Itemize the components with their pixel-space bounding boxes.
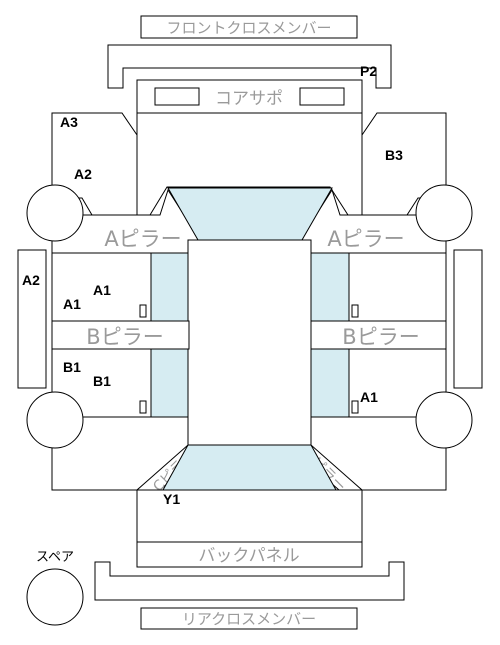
rear-right-wheel[interactable] — [415, 391, 473, 449]
headlight-left — [154, 87, 200, 106]
mark-a1-right: A1 — [360, 389, 378, 405]
spare-tire[interactable] — [26, 568, 84, 626]
rear-bumper-reinforcement[interactable] — [94, 561, 405, 601]
headlight-right — [299, 87, 345, 106]
mark-b1-lower: B1 — [93, 373, 111, 389]
front-cross-member-label: フロントクロスメンバー — [166, 19, 331, 37]
back-panel[interactable] — [136, 541, 363, 568]
front-left-window[interactable] — [150, 252, 189, 322]
front-left-wheel[interactable] — [26, 184, 84, 242]
core-support-label: コアサポ — [215, 89, 283, 109]
rear-right-window[interactable] — [310, 348, 350, 418]
a-pillar-left-label: Aピラー — [104, 227, 181, 251]
front-right-door-handle — [351, 304, 359, 318]
mark-a2-side: A2 — [22, 272, 40, 288]
b-pillar-left[interactable] — [51, 320, 190, 350]
b-pillar-left-label: Bピラー — [86, 325, 163, 349]
mark-a1-lower: A1 — [63, 296, 81, 312]
mark-b3: B3 — [385, 147, 403, 163]
mark-a2-upper: A2 — [74, 166, 92, 182]
front-right-wheel[interactable] — [415, 184, 473, 242]
front-cross-member[interactable] — [140, 15, 358, 39]
mark-y1: Y1 — [163, 491, 180, 507]
right-side-sill[interactable] — [453, 249, 483, 389]
a-pillar-right-label: Aピラー — [327, 227, 404, 251]
back-panel-label: バックパネル — [198, 546, 299, 566]
mark-b1-upper: B1 — [63, 359, 81, 375]
right-front-fender[interactable] — [361, 112, 447, 216]
rear-left-wheel[interactable] — [26, 391, 84, 449]
front-left-door-handle — [139, 304, 147, 318]
rear-right-door-handle — [351, 400, 359, 414]
rear-left-door-handle — [139, 400, 147, 414]
front-bumper-reinforcement[interactable] — [107, 44, 392, 89]
rear-left-window[interactable] — [150, 348, 189, 418]
mark-p2: P2 — [360, 63, 377, 79]
b-pillar-right[interactable] — [310, 320, 447, 350]
front-left-door[interactable] — [51, 252, 152, 322]
spare-label: スペア — [36, 550, 74, 565]
roof[interactable] — [187, 239, 312, 449]
rear-windshield[interactable] — [162, 444, 337, 491]
left-side-sill[interactable] — [17, 249, 47, 389]
mark-a1-upper: A1 — [93, 282, 111, 298]
mark-a3: A3 — [60, 114, 78, 130]
rear-cross-member[interactable] — [140, 607, 358, 630]
front-right-door[interactable] — [348, 252, 447, 322]
trunk[interactable] — [136, 489, 363, 543]
b-pillar-right-label: Bピラー — [342, 325, 419, 349]
rear-cross-member-label: リアクロスメンバー — [182, 610, 316, 628]
front-right-window[interactable] — [310, 252, 350, 322]
